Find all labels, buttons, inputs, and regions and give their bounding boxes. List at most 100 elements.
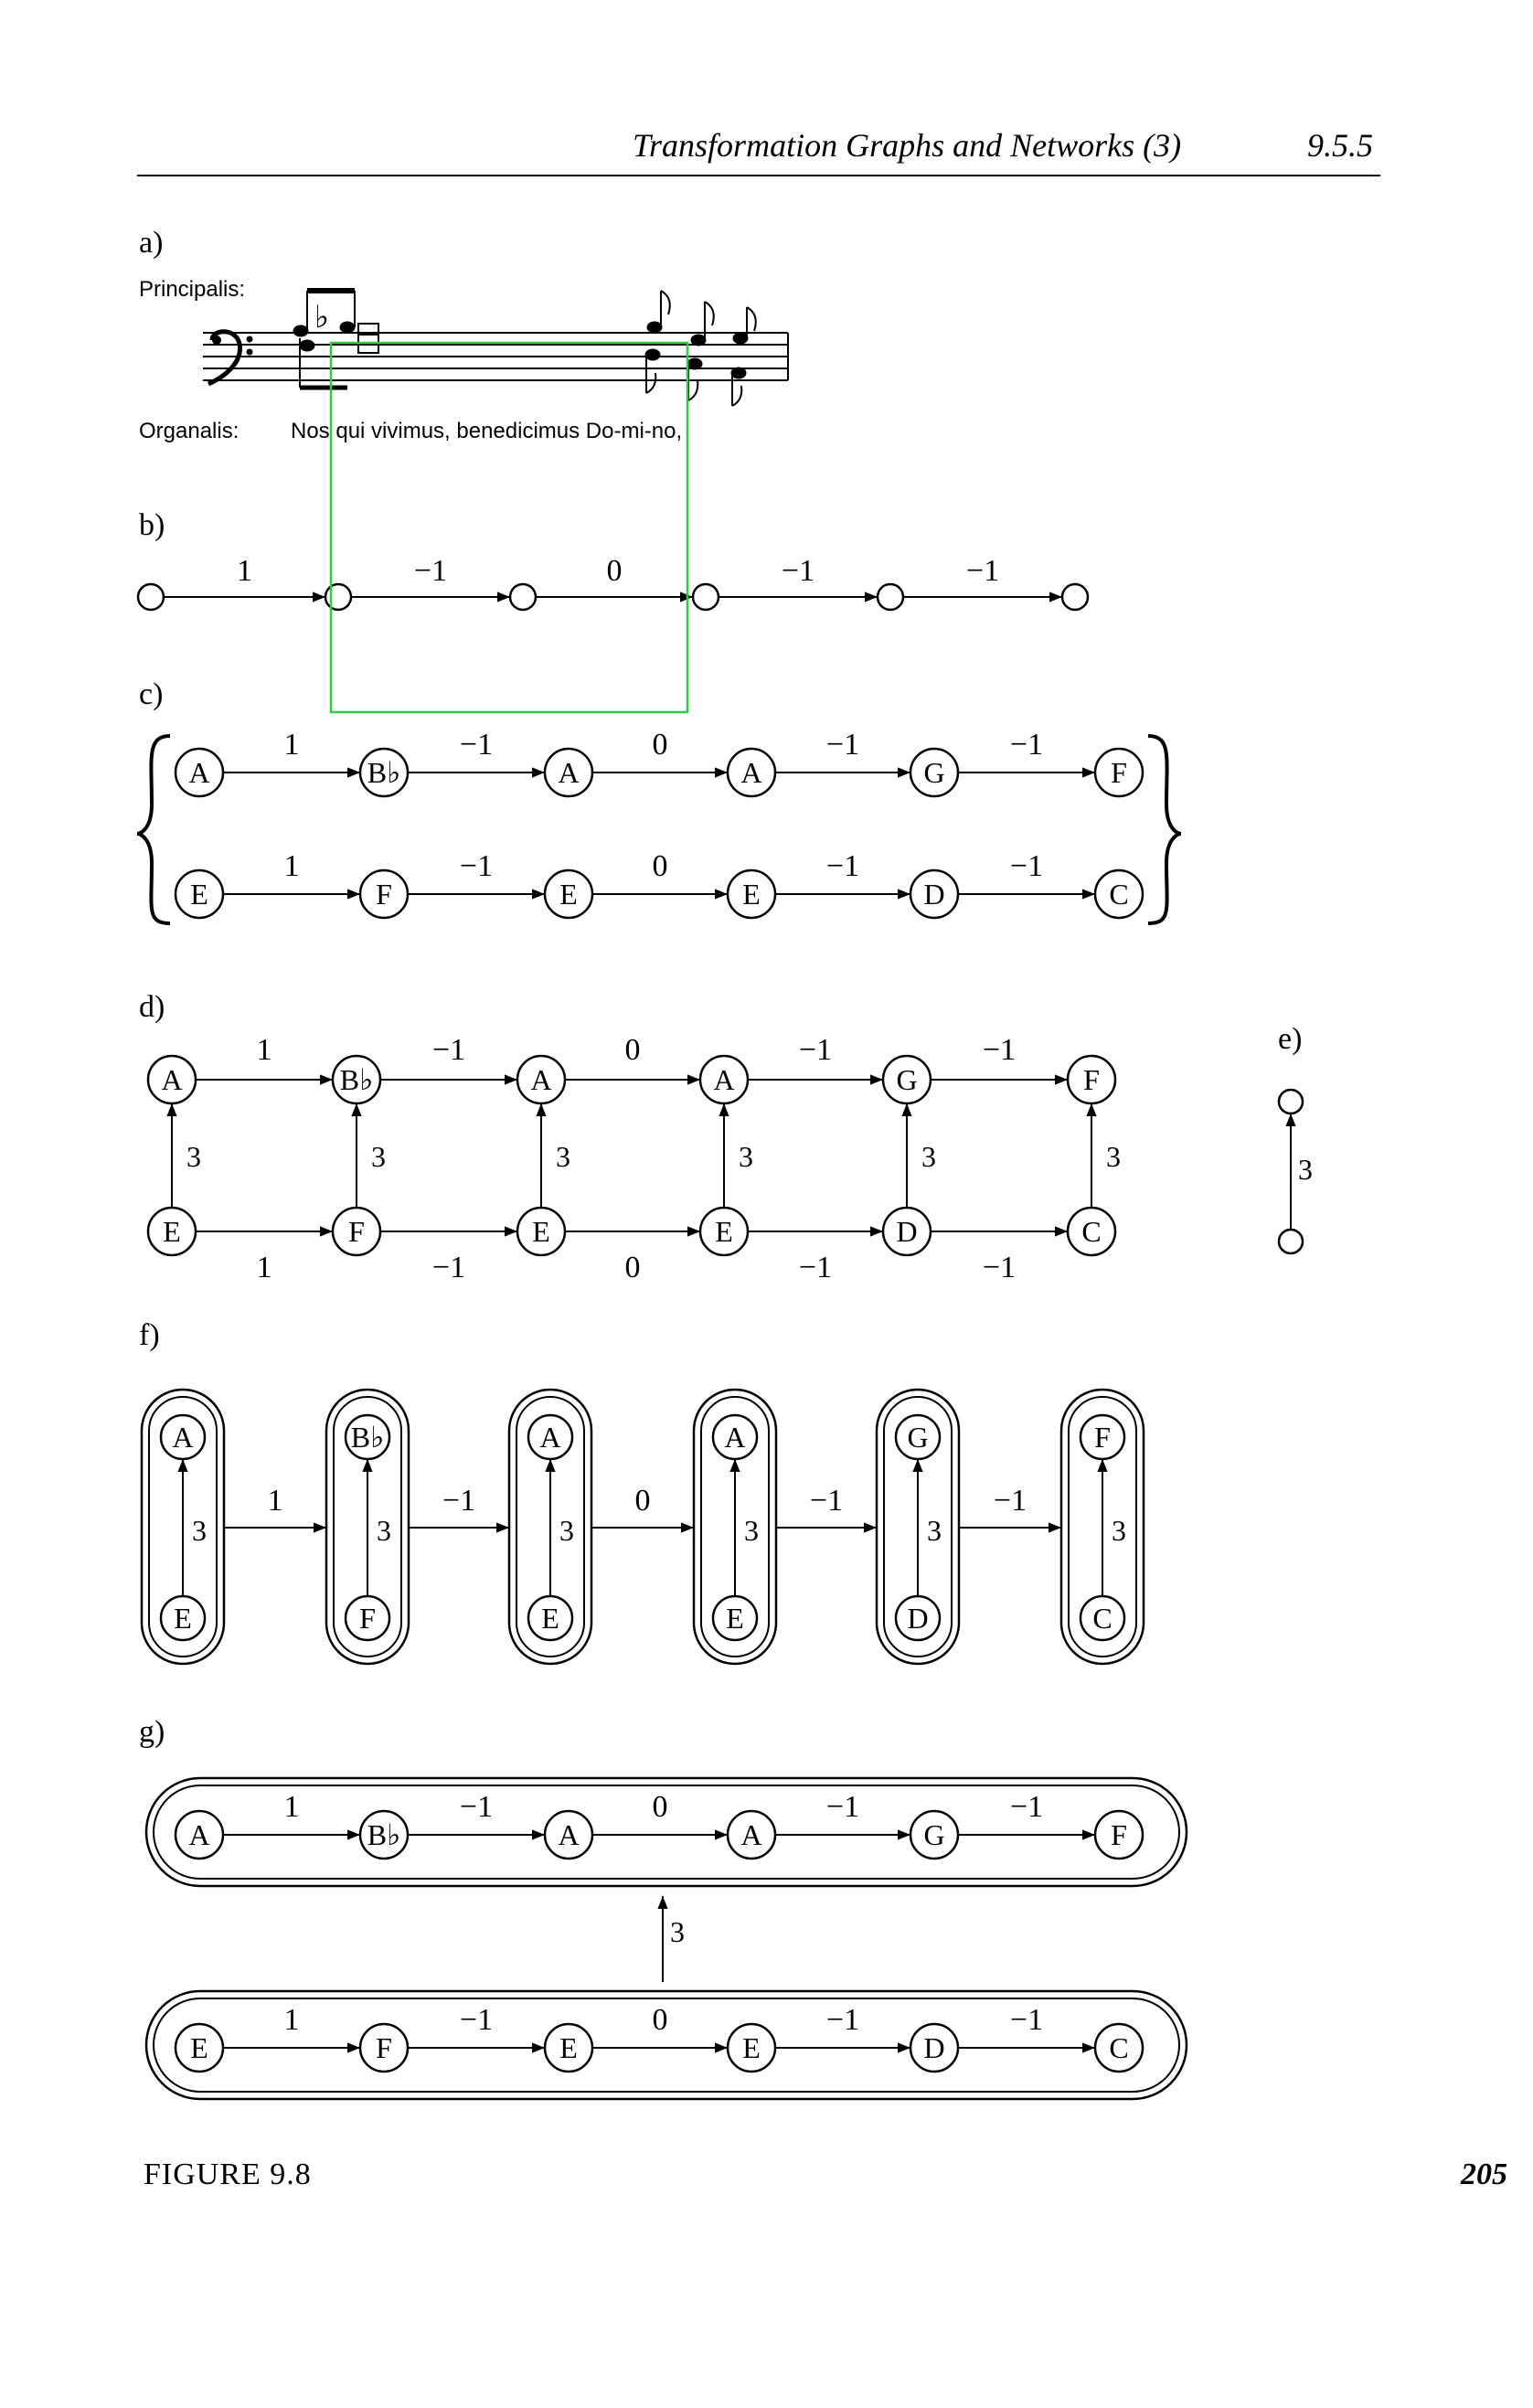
right-brace <box>1147 734 1182 925</box>
chain-b-interval-0: 1 <box>237 554 252 588</box>
f-capsule-inner-4 <box>883 1396 953 1657</box>
d-lower-interval-0: 1 <box>257 1251 272 1284</box>
f-vertical-label-5: 3 <box>1112 1514 1126 1547</box>
d-lower-node-5-label: C <box>1081 1215 1101 1248</box>
highlight-box <box>329 341 689 714</box>
part-f-label: f) <box>139 1318 160 1352</box>
f-upper-node-5-label: F <box>1094 1421 1111 1454</box>
d-lower-node-2-label: E <box>532 1215 550 1248</box>
c-upper-node-3-label: A <box>740 756 761 789</box>
chain-b-interval-3: −1 <box>782 554 814 588</box>
running-header-title: Transformation Graphs and Networks (3) <box>633 127 1182 164</box>
g-lower-node-0-label: E <box>190 2031 208 2064</box>
g-upper-interval-2: 0 <box>653 1790 668 1824</box>
chain-node-b0 <box>136 582 165 612</box>
c-upper-interval-4: −1 <box>1010 728 1043 762</box>
f-vertical-label-1: 3 <box>377 1514 391 1547</box>
part-g-label: g) <box>139 1715 165 1749</box>
svg-text:♭: ♭ <box>314 301 329 335</box>
chain-b-interval-4: −1 <box>966 554 999 588</box>
f-capsule-inner-3 <box>700 1396 770 1657</box>
d-upper-node-3-label: A <box>713 1063 734 1096</box>
f-capsule-inner-5 <box>1068 1396 1137 1657</box>
part-e-label: e) <box>1278 1022 1303 1056</box>
c-upper-node-2-label: A <box>558 756 579 789</box>
c-lower-node-2-label: E <box>559 878 578 911</box>
g-lower-node-1-label: F <box>376 2031 392 2064</box>
g-upper-node-5-label: F <box>1111 1818 1127 1851</box>
f-upper-node-1-label: B♭ <box>351 1421 384 1454</box>
g-lower-node-5-label: C <box>1109 2031 1128 2064</box>
c-upper-interval-3: −1 <box>826 728 859 762</box>
f-interval-4: −1 <box>994 1484 1027 1518</box>
c-lower-node-5-label: C <box>1109 878 1128 911</box>
g-upper-node-4-label: G <box>923 1818 944 1851</box>
d-upper-interval-3: −1 <box>799 1033 832 1067</box>
d-upper-node-0-label: A <box>161 1063 182 1096</box>
d-upper-node-4-label: G <box>896 1063 917 1096</box>
f-lower-node-0-label: E <box>174 1602 192 1635</box>
f-vertical-label-3: 3 <box>744 1514 759 1547</box>
g-lower-capsule-inner <box>153 1998 1180 2093</box>
f-vertical-label-0: 3 <box>192 1514 207 1547</box>
part-c-label: c) <box>139 677 164 711</box>
f-upper-node-4-label: G <box>907 1421 928 1454</box>
c-lower-node-4-label: D <box>923 878 944 911</box>
c-lower-node-3-label: E <box>742 878 761 911</box>
g-lower-interval-2: 0 <box>653 2003 668 2037</box>
c-upper-node-1-label: B♭ <box>367 756 400 789</box>
f-lower-node-4-label: D <box>907 1602 928 1635</box>
d-lower-node-0-label: E <box>163 1215 181 1248</box>
left-brace <box>136 734 171 925</box>
c-lower-interval-4: −1 <box>1010 849 1043 883</box>
f-upper-node-3-label: A <box>724 1421 745 1454</box>
g-lower-interval-3: −1 <box>826 2003 859 2037</box>
g-lower-interval-1: −1 <box>460 2003 493 2037</box>
g-lower-interval-4: −1 <box>1010 2003 1043 2037</box>
f-lower-node-3-label: E <box>726 1602 744 1635</box>
f-interval-1: −1 <box>442 1484 475 1518</box>
f-vertical-label-2: 3 <box>559 1514 574 1547</box>
organalis-label: Organalis: <box>139 419 240 443</box>
f-lower-node-2-label: E <box>541 1602 559 1635</box>
c-upper-interval-0: 1 <box>284 728 300 762</box>
f-upper-node-0-label: A <box>172 1421 193 1454</box>
d-vertical-label-2: 3 <box>556 1140 570 1173</box>
bass-clef-icon <box>207 329 253 387</box>
d-lower-node-3-label: E <box>715 1215 733 1248</box>
d-vertical-label-0: 3 <box>186 1140 201 1173</box>
f-capsule-inner-1 <box>333 1396 402 1657</box>
d-upper-interval-4: −1 <box>983 1033 1016 1067</box>
d-lower-interval-2: 0 <box>625 1251 641 1284</box>
g-upper-interval-4: −1 <box>1010 1790 1043 1824</box>
d-lower-node-4-label: D <box>896 1215 917 1248</box>
f-capsule-inner-2 <box>516 1396 585 1657</box>
c-lower-interval-0: 1 <box>284 849 300 883</box>
e-bottom-node <box>1277 1228 1304 1255</box>
g-upper-node-0-label: A <box>188 1818 209 1851</box>
c-lower-interval-1: −1 <box>460 849 493 883</box>
c-lower-node-1-label: F <box>376 878 392 911</box>
g-lower-node-4-label: D <box>923 2031 944 2064</box>
d-lower-interval-3: −1 <box>799 1251 832 1284</box>
g-lower-node-2-label: E <box>559 2031 578 2064</box>
g-upper-interval-3: −1 <box>826 1790 859 1824</box>
e-label: 3 <box>1298 1153 1313 1186</box>
chain-b-interval-2: 0 <box>607 554 623 588</box>
c-upper-interval-2: 0 <box>653 728 668 762</box>
c-lower-interval-2: 0 <box>653 849 668 883</box>
g-upper-interval-0: 1 <box>284 1790 300 1824</box>
f-interval-2: 0 <box>635 1484 651 1518</box>
g-upper-node-1-label: B♭ <box>367 1818 400 1851</box>
g-upper-capsule-outer <box>144 1776 1188 1888</box>
part-d-label: d) <box>139 990 165 1024</box>
d-lower-node-1-label: F <box>348 1215 365 1248</box>
chain-node-b5 <box>1060 582 1090 612</box>
c-upper-interval-1: −1 <box>460 728 493 762</box>
d-upper-interval-1: −1 <box>432 1033 465 1067</box>
c-lower-interval-3: −1 <box>826 849 859 883</box>
f-upper-node-2-label: A <box>539 1421 560 1454</box>
chain-node-b3 <box>691 582 720 612</box>
